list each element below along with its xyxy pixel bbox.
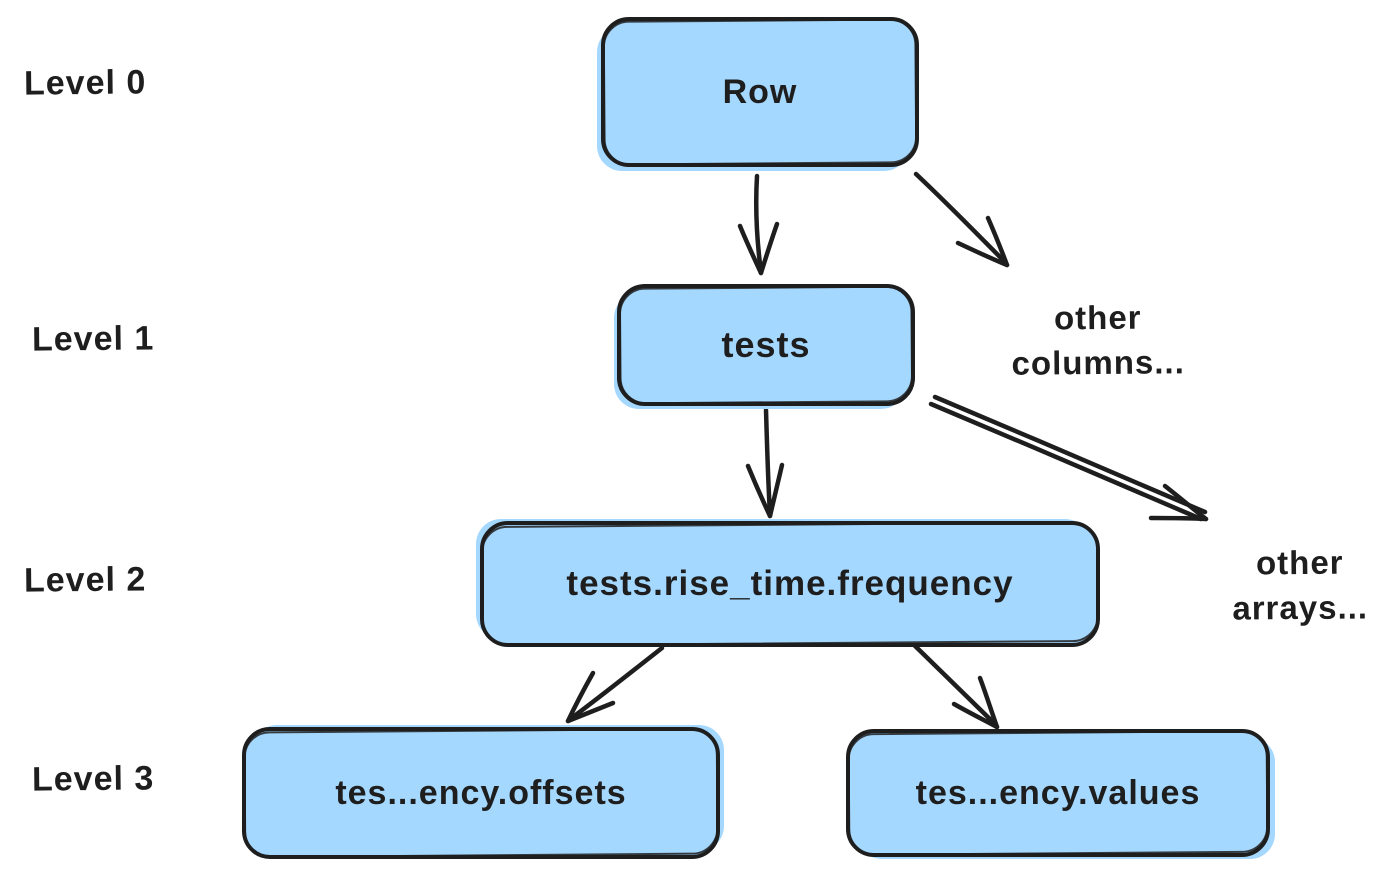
node-frequency-label: tests.rise_time.frequency [566, 564, 1014, 603]
level-3-label: Level 3 [31, 759, 155, 799]
arrow-row-to-other-columns [913, 171, 1010, 268]
other-columns-line-2: columns... [1011, 342, 1185, 382]
node-values: tes...ency.values [846, 729, 1270, 857]
level-0-label: Level 0 [23, 63, 147, 103]
other-columns-annotation: other columns... [988, 295, 1209, 386]
node-tests-label: tests [721, 324, 811, 365]
node-values-label: tes...ency.values [915, 773, 1201, 812]
arrow-frequency-to-offsets [565, 645, 665, 724]
node-tests: tests [617, 284, 915, 406]
arrow-tests-to-frequency [745, 407, 785, 519]
node-row: Row [601, 17, 919, 167]
arrow-tests-to-other-arrays [928, 394, 1209, 522]
other-arrays-line-2: arrays... [1232, 587, 1369, 627]
node-tests-rise-time-frequency: tests.rise_time.frequency [480, 521, 1100, 647]
node-offsets: tes...ency.offsets [242, 727, 720, 859]
level-2-label: Level 2 [23, 560, 147, 600]
arrow-row-to-tests [737, 173, 780, 276]
other-columns-line-1: other [1053, 298, 1142, 337]
other-arrays-line-1: other [1255, 543, 1344, 582]
other-arrays-annotation: other arrays... [1190, 540, 1397, 631]
level-1-label: Level 1 [31, 319, 155, 359]
arrow-frequency-to-values [907, 638, 1000, 730]
node-offsets-label: tes...ency.offsets [335, 773, 627, 812]
node-row-label: Row [722, 72, 798, 111]
